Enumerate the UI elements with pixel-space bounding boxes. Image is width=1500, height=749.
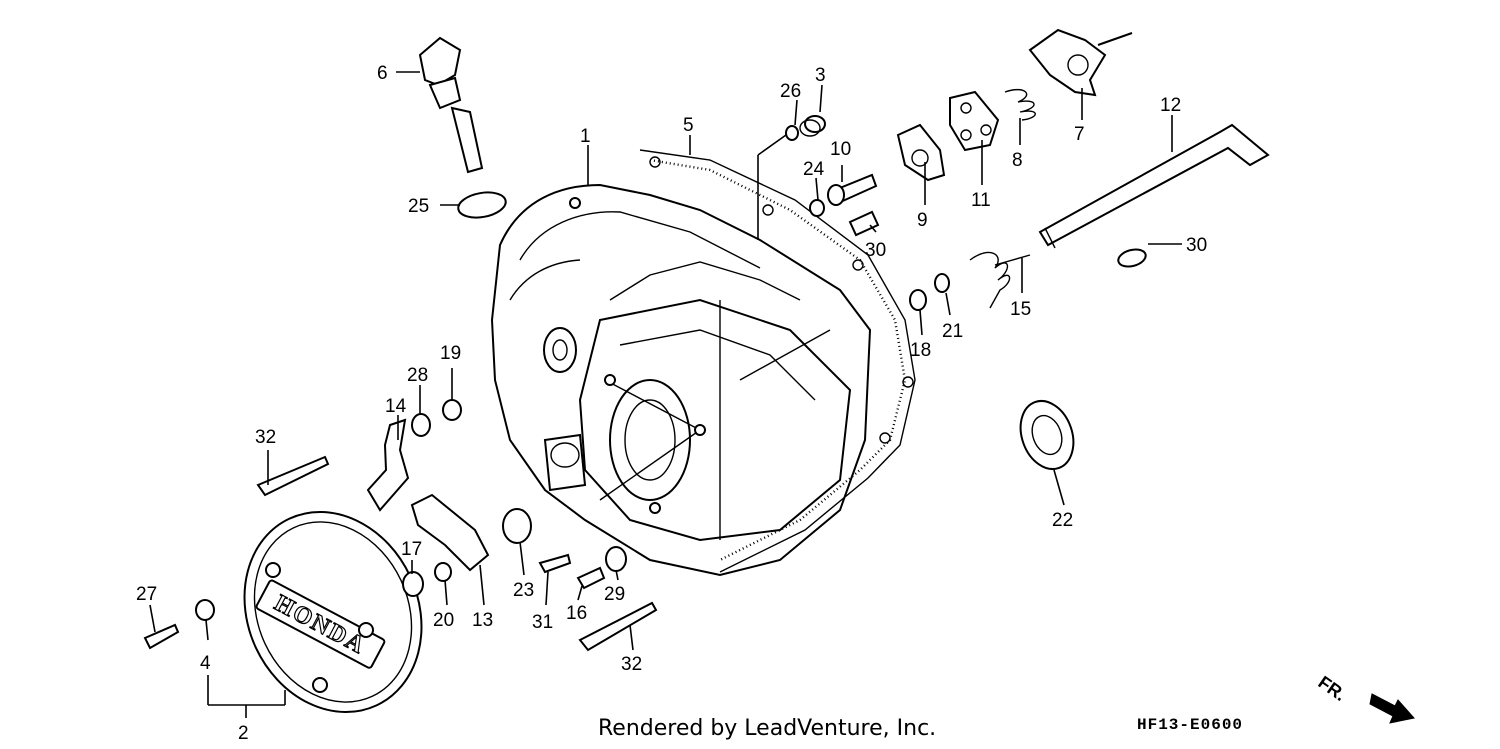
crankcase-cover[interactable] [490,183,872,577]
pivot-bolt[interactable] [827,173,878,206]
grommet[interactable] [195,599,215,621]
flange-bolt-16[interactable] [576,566,606,590]
callout-32b: 32 [621,654,642,675]
callout-1: 1 [580,126,591,147]
callout-12: 12 [1160,95,1181,116]
gearshift-spindle[interactable] [1038,123,1270,249]
callout-11: 11 [971,190,991,211]
callout-21: 21 [942,321,963,342]
callout-14: 14 [385,396,407,417]
callout-7: 7 [1074,124,1085,145]
callout-17: 17 [401,539,422,560]
callout-28: 28 [407,365,428,386]
callout-19: 19 [440,343,461,364]
callout-15: 15 [1010,299,1031,320]
clutch-cover-plate[interactable]: HONDA [212,483,453,742]
leader-lines [149,71,1182,718]
oil-seal[interactable] [502,508,532,544]
washer-20[interactable] [434,562,452,582]
washer[interactable] [785,125,799,141]
tapping-screw[interactable] [143,623,180,650]
long-bolt-upper[interactable] [256,455,330,497]
callout-22: 22 [1052,510,1073,531]
nut-17[interactable] [402,571,424,597]
callout-9: 9 [917,210,928,231]
dowel-pin-small[interactable] [848,210,1148,269]
callout-3: 3 [815,65,826,86]
sealing-washer[interactable] [605,546,627,572]
front-direction-arrow [1369,693,1415,724]
stopper-arm[interactable] [949,90,1000,152]
lifter-arm[interactable] [410,493,490,572]
diagram-code: HF13-E0600 [1137,716,1244,734]
oil-filler-cap[interactable] [418,36,484,174]
shift-drum-plate[interactable] [1028,28,1133,97]
washer-small[interactable] [809,199,825,217]
callout-6: 6 [377,63,388,84]
flange-bolt-31[interactable] [538,553,572,574]
cable-bracket[interactable] [366,418,410,512]
thrust-washer[interactable] [909,289,927,311]
callout-26: 26 [780,81,801,102]
return-spring[interactable] [1004,88,1036,121]
callout-30b: 30 [1186,235,1207,256]
long-bolt-lower[interactable] [578,601,658,652]
render-credit: Rendered by LeadVenture, Inc. [598,716,937,741]
callout-29: 29 [604,584,625,605]
washer-19[interactable] [442,399,462,421]
callout-32a: 32 [255,427,276,448]
callout-10: 10 [830,139,851,160]
callout-13: 13 [472,610,493,631]
cover-gasket[interactable] [639,149,916,573]
callout-20: 20 [433,610,454,631]
callout-2: 2 [238,723,249,744]
radial-bearing[interactable] [1012,394,1083,477]
stopper-plate[interactable] [896,123,946,182]
callout-24: 24 [803,159,825,180]
callout-23: 23 [513,580,534,601]
dowel-pin[interactable] [799,115,826,137]
nut-28[interactable] [411,413,431,437]
callout-5: 5 [683,115,694,136]
callout-labels: 1 2 3 4 5 6 7 8 9 10 11 12 13 14 15 16 1… [136,63,1207,744]
shift-spring[interactable] [969,251,1031,309]
callout-16: 16 [566,603,587,624]
callout-4: 4 [200,653,211,674]
callout-30a: 30 [865,240,886,261]
callout-8: 8 [1012,150,1023,171]
circlip[interactable] [934,273,950,293]
callout-25: 25 [408,196,429,217]
o-ring[interactable] [456,189,507,221]
callout-27: 27 [136,584,157,605]
callout-31: 31 [532,612,553,633]
callout-18: 18 [910,340,931,361]
